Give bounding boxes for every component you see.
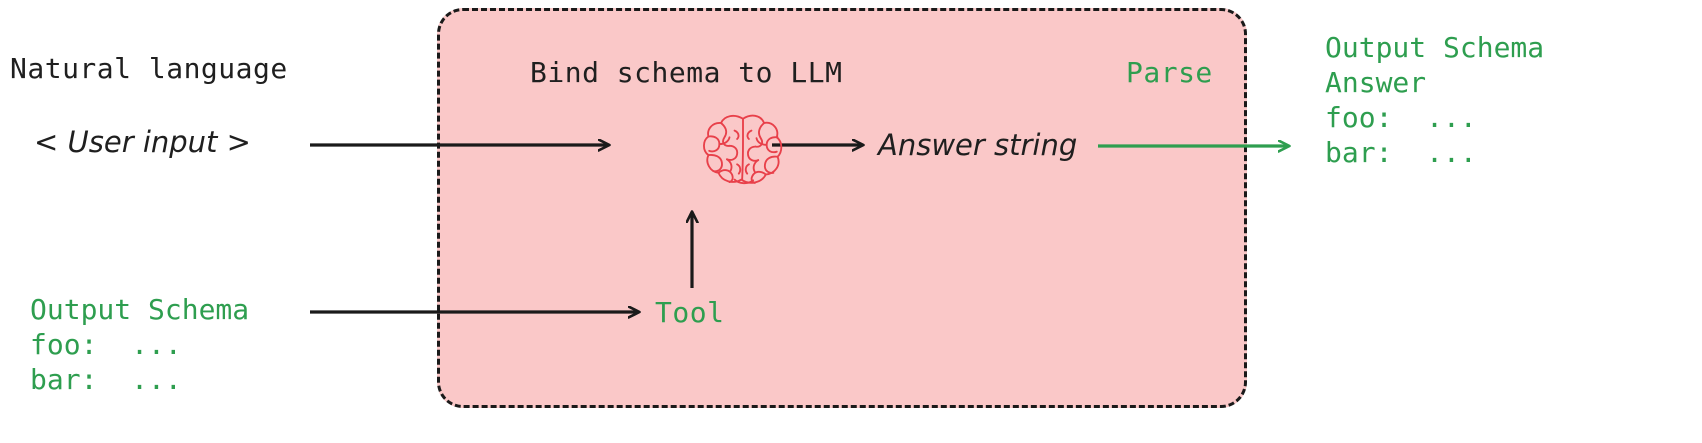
output-schema-line-answer: Answer xyxy=(1325,66,1427,99)
output-schema-heading: Output Schema xyxy=(1325,31,1545,64)
user-input-text: < User input > xyxy=(34,125,251,159)
input-schema-line-foo: foo: ... xyxy=(30,328,182,361)
output-schema-line-bar: bar: ... xyxy=(1325,136,1477,169)
answer-string-text: Answer string xyxy=(878,128,1078,162)
parse-label: Parse xyxy=(1126,56,1213,89)
output-schema-line-foo: foo: ... xyxy=(1325,101,1477,134)
input-schema-line-bar: bar: ... xyxy=(30,363,182,396)
input-schema-heading: Output Schema xyxy=(30,293,250,326)
output-schema-block: Output Schema Answer foo: ... bar: ... xyxy=(1325,30,1544,170)
input-output-schema-block: Output Schema foo: ... bar: ... xyxy=(30,292,249,397)
tool-label: Tool xyxy=(655,296,725,329)
natural-language-label: Natural language xyxy=(10,52,288,85)
brain-icon xyxy=(703,114,783,185)
bind-schema-label: Bind schema to LLM xyxy=(530,56,843,89)
llm-panel xyxy=(437,8,1247,408)
